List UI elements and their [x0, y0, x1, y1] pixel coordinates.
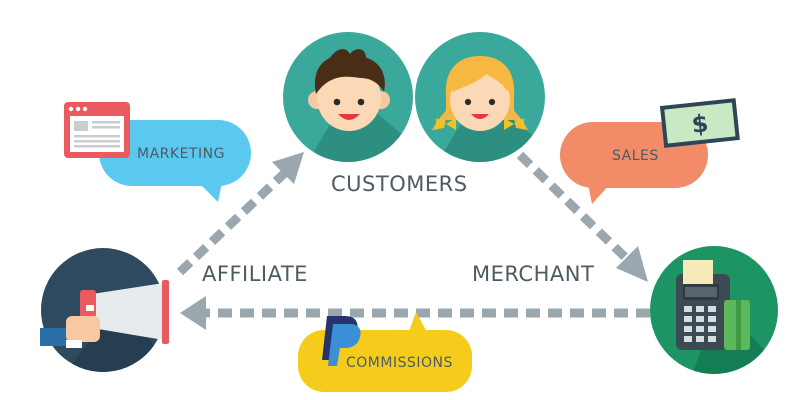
marketing-bubble: [99, 120, 251, 202]
flow-arrow-customers-to-merchant: [516, 151, 648, 282]
browser-window-icon: [64, 102, 130, 158]
customer-boy-avatar: [283, 32, 413, 162]
marketing-label: MARKETING: [137, 146, 225, 162]
customers-label: CUSTOMERS: [331, 172, 468, 196]
flow-arrow-affiliate-to-customers: [176, 152, 304, 276]
sales-label: SALES: [612, 148, 659, 164]
paypal-logo-icon: [322, 316, 361, 366]
commissions-label: COMMISSIONS: [346, 355, 453, 371]
svg-text:$: $: [690, 109, 710, 139]
merchant-card-terminal-icon: [650, 246, 778, 374]
affiliate-megaphone-icon: [40, 248, 169, 372]
affiliate-label: AFFILIATE: [202, 262, 308, 286]
dollar-bill-icon: $: [659, 98, 740, 148]
flow-arrow-merchant-to-affiliate: [180, 296, 650, 330]
merchant-label: MERCHANT: [472, 262, 595, 286]
customer-girl-avatar: [415, 32, 545, 162]
